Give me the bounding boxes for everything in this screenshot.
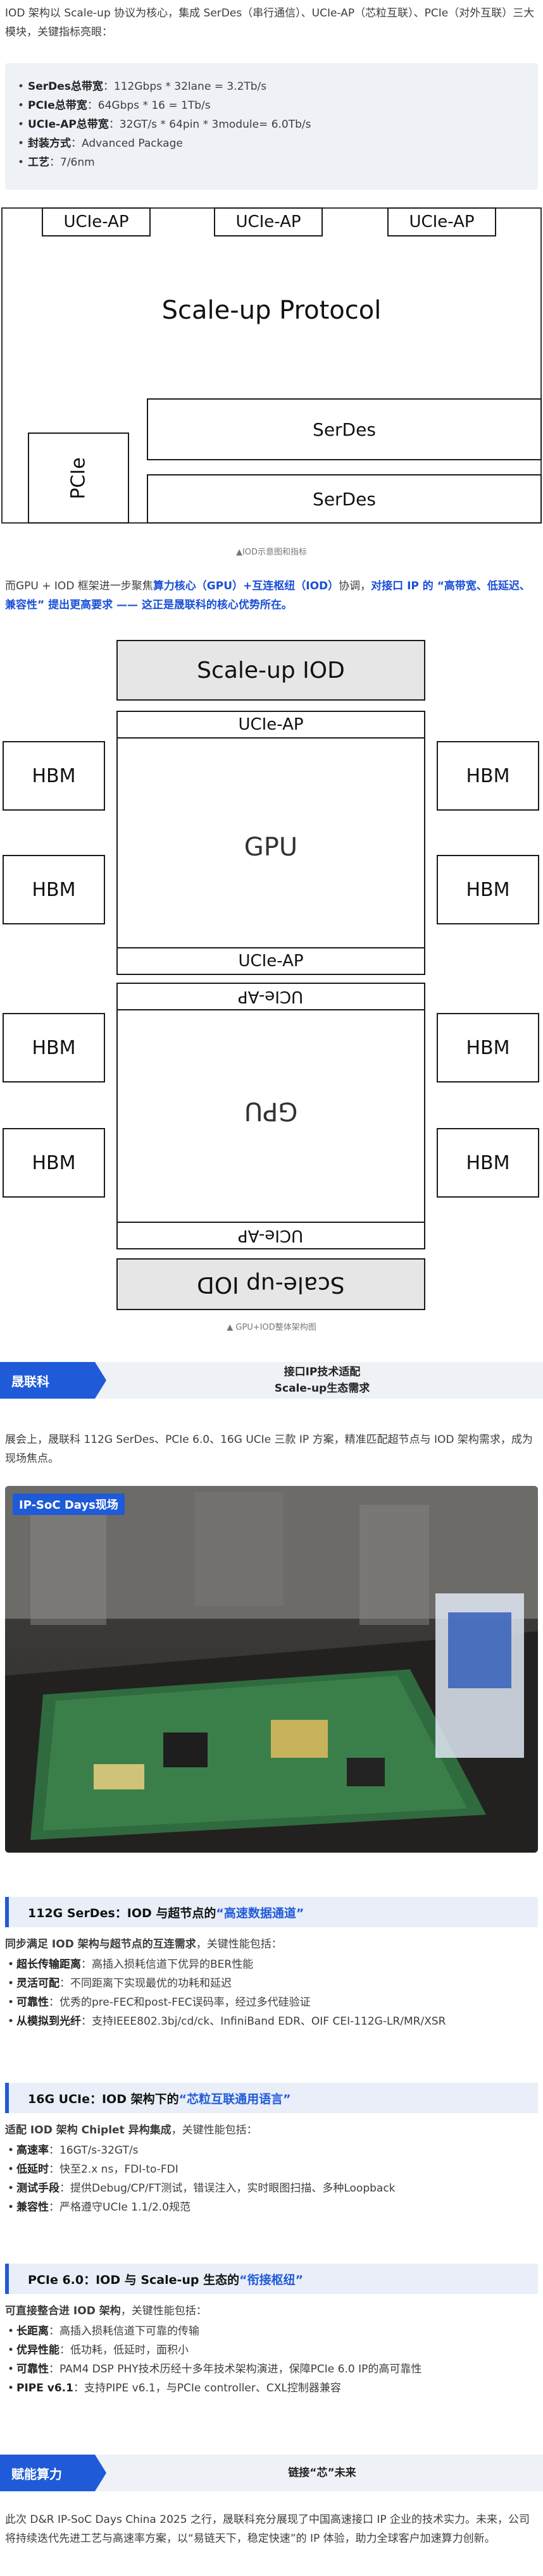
serdes-lead: 同步满足 IOD 架构与超节点的互连需求，关键性能包括： [5,1938,282,1951]
hbm-left-1: HBM [3,741,105,811]
expo-paragraph: 展会上，晟联科 112G SerDes、PCIe 6.0、16G UCIe 三款… [5,1433,533,1465]
hbm-right-4: HBM [437,1128,539,1198]
scale-up-protocol-label: Scale-up Protocol [161,296,382,325]
subhead-serdes: 112G SerDes：IOD 与超节点的 “高速数据通道” [5,1897,538,1927]
spec-list: SerDes总带宽：112Gbps * 32lane = 3.2Tb/s PCI… [5,63,538,172]
ucie-ap-box-2: UCIe-AP [214,207,323,236]
section-title: 接口IP技术适配 Scale-up生态需求 [127,1362,518,1399]
hbm-right-1: HBM [437,741,539,811]
ucie-ap-bottom: UCIe-AP [116,1222,425,1249]
serdes-list: 超长传输距离：高插入损耗信道下优异的BER性能 灵活可配：不同距离下实现最优的功… [5,1955,543,2031]
pcie-lead: 可直接整合进 IOD 架构，关键性能包括： [5,2305,207,2317]
gpu-label-bottom-text: GPU [244,1096,298,1125]
section-title-line1: 接口IP技术适配 [284,1366,361,1378]
gpu-diagram-caption: ▲ GPU+IOD整体架构图 [227,1323,316,1332]
list-item: 高速率：16GT/s-32GT/s [8,2141,543,2160]
list-item: 灵活可配：不同距离下实现最优的功耗和延迟 [8,1974,543,1993]
list-item: 超长传输距离：高插入损耗信道下优异的BER性能 [8,1955,543,1974]
ucie-ap-box-1: UCIe-AP [42,207,151,236]
closing-paragraph: 此次 D&R IP-SoC Days China 2025 之行，晟联科充分展现… [5,2513,530,2545]
section-title-line1: 链接“芯”未来 [288,2467,356,2479]
ucie-ap-mid: UCIe-AP [116,947,425,975]
ucie-ap-top: UCIe-AP [116,711,425,739]
iod-diagram: UCIe-AP UCIe-AP UCIe-AP Scale-up Protoco… [0,207,543,530]
list-item: 长距离：高插入损耗信道下可靠的传输 [8,2322,543,2341]
gpu-label-top: GPU [244,833,298,862]
spec-item: SerDes总带宽：112Gbps * 32lane = 3.2Tb/s [18,77,538,96]
section-header-empower: 赋能算力 链接“芯”未来 [0,2455,543,2491]
ucie-ap-mid2-label: UCIe-AP [238,987,304,1006]
iod-diagram-caption: ▲IOD示意图和指标 [235,548,308,557]
ucie-lead: 适配 IOD 架构 Chiplet 异构集成，关键性能包括： [5,2124,258,2137]
hbm-left-3: HBM [3,1013,105,1083]
ucie-ap-bottom-label: UCIe-AP [238,1226,304,1245]
section-tag: 赋能算力 [0,2455,106,2491]
scale-up-iod-bottom-label: Scale-up IOD [197,1271,345,1297]
expo-photo: IP-SoC Days现场 [5,1486,538,1853]
list-item: 测试手段：提供Debug/CP/FT测试，错误注入，实时眼图扫描、多种Loopb… [8,2179,543,2198]
hbm-left-4: HBM [3,1128,105,1198]
section-header-ip-tech: 晟联科 接口IP技术适配 Scale-up生态需求 [0,1362,543,1399]
spec-item: UCIe-AP总带宽：32GT/s * 64pin * 3module= 6.0… [18,115,538,134]
gpu-label-bottom: GPU [116,1096,425,1125]
list-item: 可靠性：优秀的pre-FEC和post-FEC误码率，经过多代硅验证 [8,1993,543,2012]
pcie-label: PCIe [67,457,90,500]
photo-label: IP-SoC Days现场 [13,1493,125,1515]
pcie-list: 长距离：高插入损耗信道下可靠的传输 优异性能：低功耗，低延时，面积小 可靠性：P… [5,2322,543,2398]
section-title-line2: Scale-up生态需求 [274,1382,370,1395]
subhead-ucie: 16G UCIe：IOD 架构下的 “芯粒互联通用语言” [5,2083,538,2113]
ucie-list: 高速率：16GT/s-32GT/s 低延时：快至2.x ns，FDI-to-FD… [5,2141,543,2217]
expo-photo-illustration [5,1486,538,1853]
ucie-ap-box-3: UCIe-AP [387,207,496,236]
gpu-paragraph: 而GPU + IOD 框架进一步聚焦算力核心（GPU）+互连枢纽（IOD）协调，… [5,580,530,611]
gpu-iod-diagram: Scale-up IOD UCIe-AP GPU UCIe-AP UCIe-AP… [0,640,543,1310]
hbm-right-2: HBM [437,855,539,924]
ucie-ap-mid2: UCIe-AP [116,983,425,1010]
spec-item: 封装方式：Advanced Package [18,134,538,153]
spec-box: SerDes总带宽：112Gbps * 32lane = 3.2Tb/s PCI… [5,63,538,190]
list-item: 优异性能：低功耗，低延时，面积小 [8,2341,543,2360]
scale-up-iod-top: Scale-up IOD [116,640,425,701]
spec-item: PCIe总带宽：64Gbps * 16 = 1Tb/s [18,96,538,115]
list-item: 可靠性：PAM4 DSP PHY技术历经十多年技术架构演进，保障PCIe 6.0… [8,2360,543,2379]
gpu-top-block [116,711,425,975]
serdes-box-2: SerDes [147,474,542,524]
list-item: 低延时：快至2.x ns，FDI-to-FDI [8,2160,543,2179]
scale-up-iod-bottom: Scale-up IOD [116,1258,425,1310]
serdes-box-1: SerDes [147,398,542,460]
section-tag: 晟联科 [0,1362,106,1399]
hbm-left-2: HBM [3,855,105,924]
spec-item: 工艺：7/6nm [18,153,538,172]
list-item: PIPE v6.1：支持PIPE v6.1，与PCIe controller、C… [8,2379,543,2398]
section-title: 链接“芯”未来 [127,2455,518,2491]
intro-paragraph: IOD 架构以 Scale-up 协议为核心，集成 SerDes（串行通信）、U… [5,7,535,39]
hbm-right-3: HBM [437,1013,539,1083]
list-item: 从模拟到光纤：支持IEEE802.3bj/cd/ck、InfiniBand ED… [8,2012,543,2031]
subhead-pcie: PCIe 6.0：IOD 与 Scale-up 生态的 “衔接枢纽” [5,2264,538,2294]
pcie-box: PCIe [28,432,129,524]
list-item: 兼容性：严格遵守UCIe 1.1/2.0规范 [8,2198,543,2217]
